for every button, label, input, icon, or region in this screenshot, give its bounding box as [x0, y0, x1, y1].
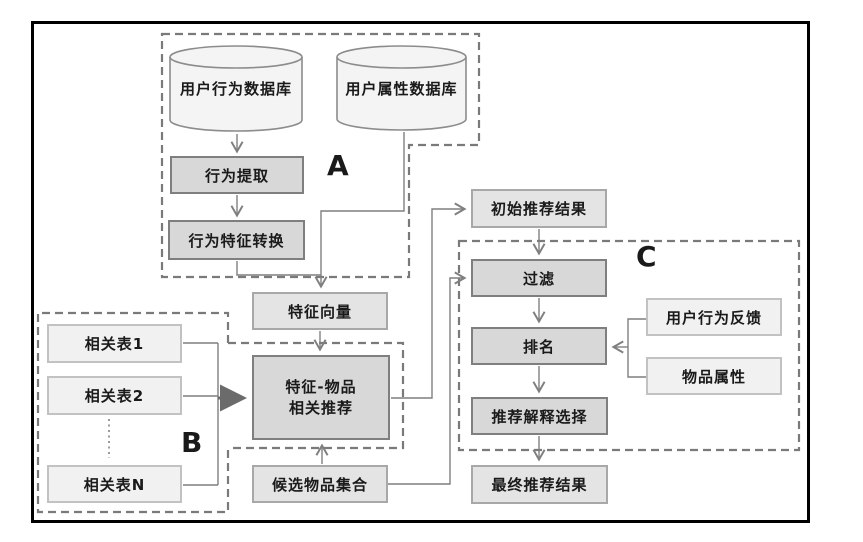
- node-related-table-2: 相关表2: [47, 376, 182, 415]
- database-cylinder-shape: [336, 45, 467, 131]
- group-label-c: C: [636, 240, 657, 273]
- database-user-attribute: 用户属性数据库: [336, 44, 467, 132]
- group-label-a: A: [327, 149, 349, 182]
- database-user-behavior-label: 用户行为数据库: [179, 79, 292, 98]
- database-user-attribute-label: 用户属性数据库: [345, 79, 458, 98]
- node-filter: 过滤: [471, 259, 607, 297]
- feature-item-group-outline: [228, 341, 405, 450]
- node-initial-recommend-result: 初始推荐结果: [471, 189, 607, 228]
- node-behavior-extract: 行为提取: [170, 156, 304, 194]
- database-user-behavior: 用户行为数据库: [169, 44, 303, 133]
- node-related-table-1: 相关表1: [47, 324, 182, 363]
- node-feature-item-recommend: 特征-物品 相关推荐: [252, 355, 390, 440]
- node-feature-vector: 特征向量: [252, 292, 388, 330]
- node-feature-item-recommend-line2: 相关推荐: [288, 398, 353, 417]
- node-related-table-n: 相关表N: [47, 465, 182, 503]
- node-behavior-feature-transform: 行为特征转换: [168, 220, 305, 260]
- group-b-outline: [36, 311, 230, 514]
- node-user-behavior-feedback: 用户行为反馈: [646, 298, 782, 336]
- node-final-recommend-result: 最终推荐结果: [471, 465, 608, 504]
- group-c-outline: [457, 239, 801, 452]
- database-cylinder-shape: [169, 45, 303, 132]
- node-item-attribute: 物品属性: [646, 357, 782, 395]
- node-feature-item-recommend-line1: 特征-物品: [285, 377, 357, 396]
- group-a-outline: [160, 32, 481, 279]
- node-ranking: 排名: [471, 327, 607, 365]
- node-explain-selection: 推荐解释选择: [471, 397, 608, 435]
- flow-lines: [183, 132, 646, 486]
- group-label-b: B: [181, 426, 203, 459]
- node-candidate-item-set: 候选物品集合: [252, 465, 388, 503]
